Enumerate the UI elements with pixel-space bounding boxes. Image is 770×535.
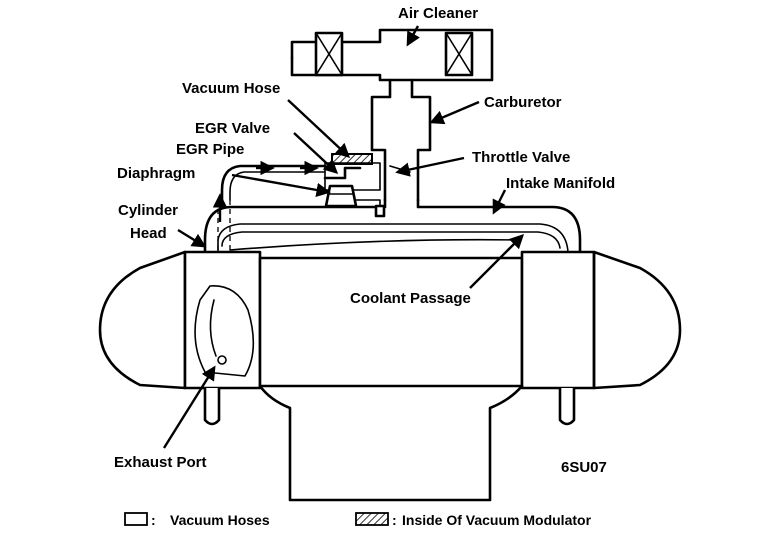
legend-vacuum-modulator: Inside Of Vacuum Modulator: [402, 512, 592, 528]
legend-vacuum-hoses: Vacuum Hoses: [170, 512, 270, 528]
egr-valve-arrow: [293, 132, 339, 174]
label-throttle-valve: Throttle Valve: [472, 149, 570, 166]
legend-modulator-swatch: [355, 512, 389, 526]
label-vacuum-hose: Vacuum Hose: [182, 80, 280, 97]
label-diaphragm: Diaphragm: [117, 165, 195, 182]
air-cleaner: [290, 28, 494, 82]
label-coolant-passage: Coolant Passage: [350, 290, 471, 307]
engine-block: [98, 238, 682, 502]
air-cleaner-arrow: [406, 25, 420, 47]
label-cylinder: Cylinder: [118, 202, 178, 219]
intake-manifold: [203, 198, 582, 254]
label-head: Head: [130, 225, 167, 242]
label-exhaust-port: Exhaust Port: [114, 454, 207, 471]
egr-valve: [323, 153, 386, 218]
legend: : Vacuum Hoses : Inside Of Vacuum Modula…: [124, 512, 592, 528]
exhaust-port-arrow: [162, 365, 216, 449]
legend-vacuum-hose-swatch: [124, 512, 148, 526]
carburetor-arrow: [429, 100, 480, 125]
vacuum-hose-arrow: [287, 99, 351, 158]
label-intake-manifold: Intake Manifold: [506, 175, 615, 192]
coolant-passage-arrow: [469, 233, 525, 289]
label-egr-valve: EGR Valve: [195, 120, 270, 137]
label-air-cleaner: Air Cleaner: [398, 5, 478, 22]
diaphragm-arrow: [231, 173, 331, 198]
label-carburetor: Carburetor: [484, 94, 562, 111]
intake-manifold-arrow: [492, 189, 507, 215]
exhaust-port-cutaway: [194, 285, 255, 377]
throttle-valve-arrow: [395, 156, 465, 177]
label-figure-code: 6SU07: [561, 459, 607, 476]
legend-colon-1: :: [151, 512, 156, 528]
leader-arrows: [162, 25, 525, 449]
label-egr-pipe: EGR Pipe: [176, 141, 244, 158]
legend-colon-2: :: [392, 512, 397, 528]
cylinder-head-arrow: [177, 228, 207, 248]
